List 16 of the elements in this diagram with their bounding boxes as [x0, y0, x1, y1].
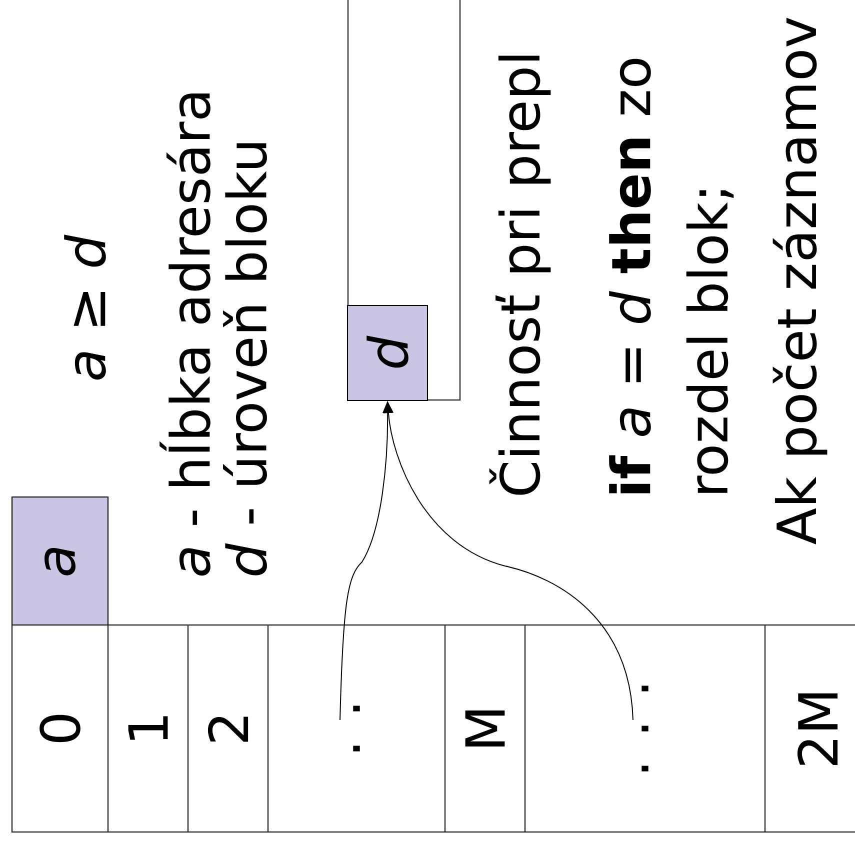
text-line: Ak počet záznamov: [772, 18, 828, 544]
text-line: d - úroveň bloku: [223, 143, 267, 576]
text-line: a ≥ d: [64, 234, 106, 380]
table-cell: 2: [188, 624, 268, 832]
table-cell: 1: [108, 624, 188, 832]
text-line: a - hĺbka adresára: [160, 94, 210, 576]
text-line: Činnosť pri prepl: [489, 56, 551, 495]
table-cell: M: [444, 624, 526, 832]
text-line: if a = d then zo: [609, 58, 651, 494]
table-cell: . . .: [524, 624, 766, 832]
text-line: rozdel blok;: [686, 190, 734, 493]
variable-box: a: [12, 496, 108, 626]
variable-box: d: [347, 305, 428, 401]
table-cell: 0: [12, 624, 108, 832]
table-cell: 2M: [764, 624, 855, 832]
table-cell: . .: [268, 624, 446, 832]
